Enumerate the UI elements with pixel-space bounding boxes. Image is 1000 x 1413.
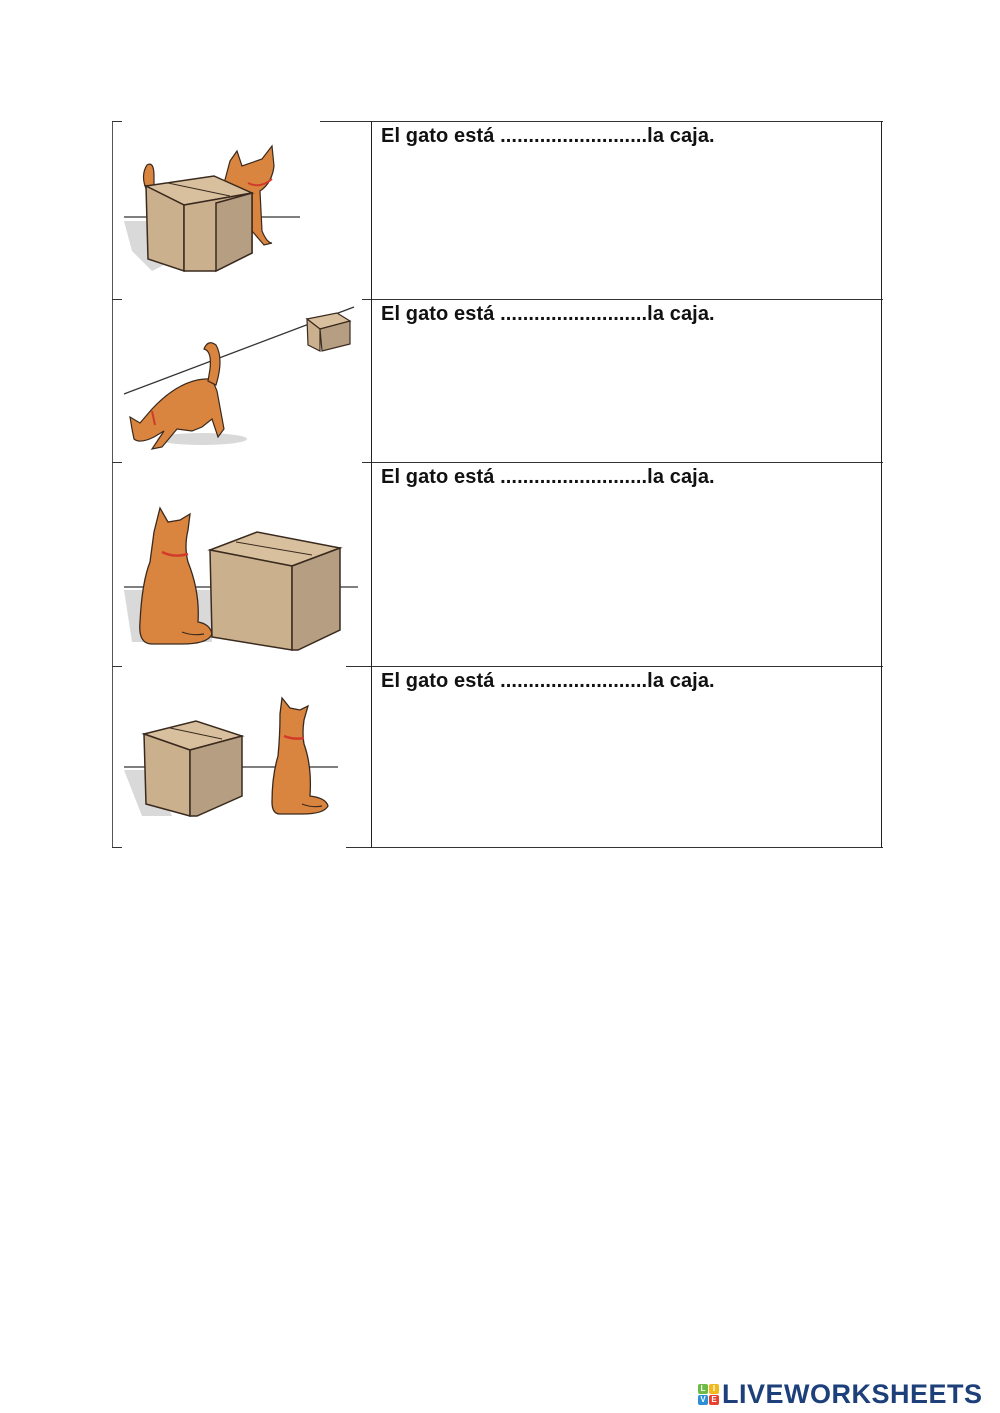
worksheet-row-1: El gato está ..........................l…	[112, 121, 883, 299]
logo-text: LIVEWORKSHEETS	[722, 1378, 983, 1409]
sentence-text: El gato está ..........................l…	[381, 303, 715, 325]
logo-block-l: L	[698, 1383, 708, 1394]
answer-cell-1[interactable]: El gato está ..........................l…	[371, 121, 882, 299]
cat-behind-box-illustration	[112, 121, 371, 299]
liveworksheets-logo: L I V E LIVEWORKSHEETS	[698, 1378, 983, 1409]
sentence-text: El gato está ..........................l…	[381, 125, 715, 147]
logo-block-v: V	[698, 1394, 708, 1405]
cat-left-of-box-illustration	[112, 462, 371, 666]
cat-right-of-box-illustration	[112, 666, 371, 848]
sentence-text: El gato está ..........................l…	[381, 466, 715, 488]
answer-cell-3[interactable]: El gato está ..........................l…	[371, 462, 882, 666]
cat-far-from-box-illustration	[112, 299, 371, 462]
worksheet-table: El gato está ..........................l…	[112, 121, 883, 848]
cat-icon	[139, 506, 213, 645]
row-divider	[112, 121, 122, 122]
row-divider	[112, 462, 122, 463]
worksheet-row-4: El gato está ..........................l…	[112, 666, 883, 848]
answer-cell-2[interactable]: El gato está ..........................l…	[371, 299, 882, 462]
row-divider	[112, 666, 122, 667]
table-left-border	[112, 121, 113, 848]
row-divider	[346, 666, 883, 667]
row-divider	[320, 121, 883, 122]
logo-block-e: E	[709, 1394, 719, 1405]
row-divider	[112, 299, 122, 300]
logo-blocks-icon: L I V E	[698, 1383, 719, 1405]
logo-block-i: I	[709, 1383, 719, 1394]
answer-cell-4[interactable]: El gato está ..........................l…	[371, 666, 882, 848]
worksheet-row-2: El gato está ..........................l…	[112, 299, 883, 462]
row-divider	[362, 462, 883, 463]
table-bottom-border	[346, 847, 883, 848]
row-divider	[362, 299, 883, 300]
worksheet-row-3: El gato está ..........................l…	[112, 462, 883, 666]
cat-icon	[271, 696, 329, 815]
row-divider	[112, 847, 122, 848]
cat-icon	[129, 378, 225, 450]
sentence-text: El gato está ..........................l…	[381, 670, 715, 692]
